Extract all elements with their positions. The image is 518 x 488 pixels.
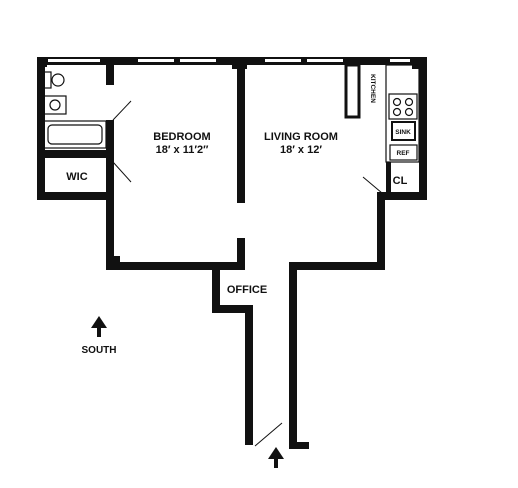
office-left-wall-upper (212, 262, 220, 312)
kitchen-cabinet (385, 64, 420, 163)
closet-bottom-wall (378, 192, 427, 200)
bathtub-icon (43, 120, 107, 149)
bath-bedroom-wall-lower (106, 120, 114, 270)
north-arrow-icon (91, 316, 107, 337)
window-bath (48, 59, 100, 62)
kitchen-fixtures (385, 64, 420, 163)
corner-nub-3 (106, 256, 120, 270)
entry-arrow-icon (268, 447, 284, 468)
closet-label: CL (393, 175, 408, 187)
door-swings (112, 100, 383, 447)
office-left-ledge (212, 305, 252, 313)
compass-label: SOUTH (82, 345, 117, 356)
windows (48, 59, 410, 62)
office-left-wall-lower (245, 305, 253, 445)
corner-nub-4 (412, 57, 427, 69)
lower-right-wall (377, 192, 385, 270)
corner-nub-1 (37, 57, 47, 67)
bedroom-dims: 18′ x 11′2″ (156, 144, 209, 156)
office-right-foot (289, 442, 309, 449)
ref-label: REF (397, 150, 410, 157)
wic-door-swing (112, 161, 132, 183)
window-bedroom-2 (180, 59, 216, 62)
bath-sink-icon (43, 95, 67, 115)
wic-label: WIC (66, 171, 87, 183)
left-wall (37, 57, 45, 200)
living-room-dims: 18′ x 12′ (280, 144, 322, 156)
sink-label: SINK (395, 129, 411, 136)
bedroom-living-wall-lower (237, 238, 245, 270)
walls (37, 57, 427, 449)
toilet-icon (43, 71, 65, 89)
window-living-1 (265, 59, 301, 62)
office-right-wall-top (289, 262, 385, 270)
corner-nub-2 (232, 57, 247, 69)
bedroom-label: BEDROOM (153, 131, 210, 143)
office-label: OFFICE (227, 284, 267, 296)
window-living-2 (307, 59, 343, 62)
closet-left-wall (386, 162, 391, 196)
ref-box (389, 144, 418, 161)
wic-bottom-wall (37, 192, 113, 200)
bathroom (43, 71, 107, 149)
closet-door-swing (362, 176, 383, 194)
living-room-label: LIVING ROOM (264, 131, 338, 143)
kitchen-counter (344, 63, 361, 119)
kitchen-sink-box (391, 121, 416, 141)
entry-door-swing (254, 422, 283, 447)
office-right-wall (289, 262, 297, 448)
window-bedroom-1 (138, 59, 174, 62)
bath-bedroom-wall-upper (106, 57, 114, 85)
bath-door-swing (112, 100, 132, 121)
bedroom-living-wall-upper (237, 57, 245, 203)
bedroom-bottom-wall (106, 262, 244, 270)
stove-icon (388, 93, 418, 120)
kitchen-label: KITCHEN (369, 74, 376, 103)
right-wall (419, 57, 427, 200)
bath-wic-divider (37, 150, 114, 158)
window-kitchen (390, 59, 410, 62)
